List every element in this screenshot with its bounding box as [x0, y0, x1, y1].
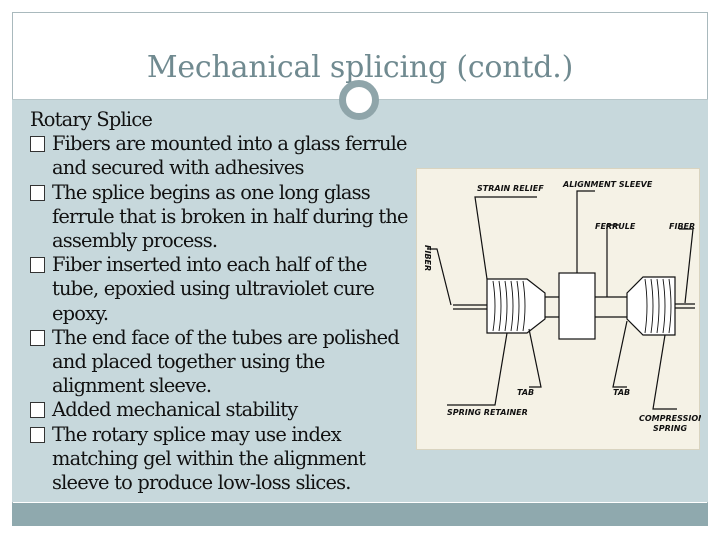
leader-compression-spring	[652, 334, 677, 410]
leader-alignment-sleeve	[576, 190, 595, 273]
right-ferrule-body	[626, 276, 676, 336]
label-tab-left: TAB	[517, 388, 534, 397]
ring-ornament-icon	[339, 80, 379, 120]
leader-tab-right	[612, 320, 628, 388]
slide-title: Mechanical splicing (contd.)	[146, 50, 574, 85]
bullet-text: The rotary splice may use index matching…	[52, 422, 366, 495]
label-compression: COMPRESSION	[639, 414, 701, 423]
label-fiber-left: FIBER	[423, 245, 432, 271]
label-alignment-sleeve: ALIGNMENT SLEEVE	[562, 180, 653, 189]
label-ferrule: FERRULE	[595, 222, 636, 231]
bullet-item: The splice begins as one long glass ferr…	[30, 181, 415, 254]
bullet-item: Fiber inserted into each half of the tub…	[30, 253, 415, 326]
right-spring-coils	[644, 278, 672, 334]
splice-diagram: STRAIN RELIEF ALIGNMENT SLEEVE FERRULE F…	[423, 180, 701, 433]
bullet-item: The rotary splice may use index matching…	[30, 423, 415, 496]
footer-bar	[12, 503, 708, 526]
label-tab-right: TAB	[613, 388, 630, 397]
bullet-text: Fiber inserted into each half of the tub…	[52, 253, 375, 325]
label-strain-relief: STRAIN RELIEF	[477, 184, 544, 193]
label-fiber-right: FIBER	[669, 222, 695, 231]
checkbox-bullet-icon	[30, 402, 45, 419]
section-heading: Rotary Splice	[30, 108, 153, 131]
alignment-sleeve-block	[558, 272, 596, 340]
leader-fiber-left	[427, 248, 452, 306]
checkbox-bullet-icon	[30, 426, 45, 443]
slide-body: Rotary Splice Fibers are mounted into a …	[30, 108, 415, 495]
bullet-text: The end face of the tubes are polished a…	[52, 325, 400, 398]
checkbox-bullet-icon	[30, 329, 45, 346]
bullet-text: The splice begins as one long glass ferr…	[52, 180, 409, 253]
leader-spring-retainer	[447, 332, 508, 406]
checkbox-bullet-icon	[30, 184, 45, 201]
title-area: Mechanical splicing (contd.)	[12, 12, 708, 100]
checkbox-bullet-icon	[30, 257, 45, 274]
leader-strain-relief	[474, 196, 537, 280]
left-spring-coils	[492, 280, 526, 332]
label-spring-retainer: SPRING RETAINER	[447, 408, 528, 417]
rotary-splice-figure: STRAIN RELIEF ALIGNMENT SLEEVE FERRULE F…	[416, 168, 701, 450]
leader-fiber-right	[679, 228, 694, 304]
bullet-item: The end face of the tubes are polished a…	[30, 326, 415, 399]
leader-ferrule	[606, 224, 619, 297]
left-ferrule-body	[486, 278, 546, 334]
bullet-text: Added mechanical stability	[52, 398, 298, 422]
label-spring: SPRING	[653, 424, 687, 433]
bullet-item: Fibers are mounted into a glass ferrule …	[30, 132, 415, 180]
leader-tab-left	[528, 328, 542, 388]
bullet-text: Fibers are mounted into a glass ferrule …	[52, 132, 408, 180]
checkbox-bullet-icon	[30, 136, 45, 153]
bullet-item: Added mechanical stability	[30, 398, 415, 422]
